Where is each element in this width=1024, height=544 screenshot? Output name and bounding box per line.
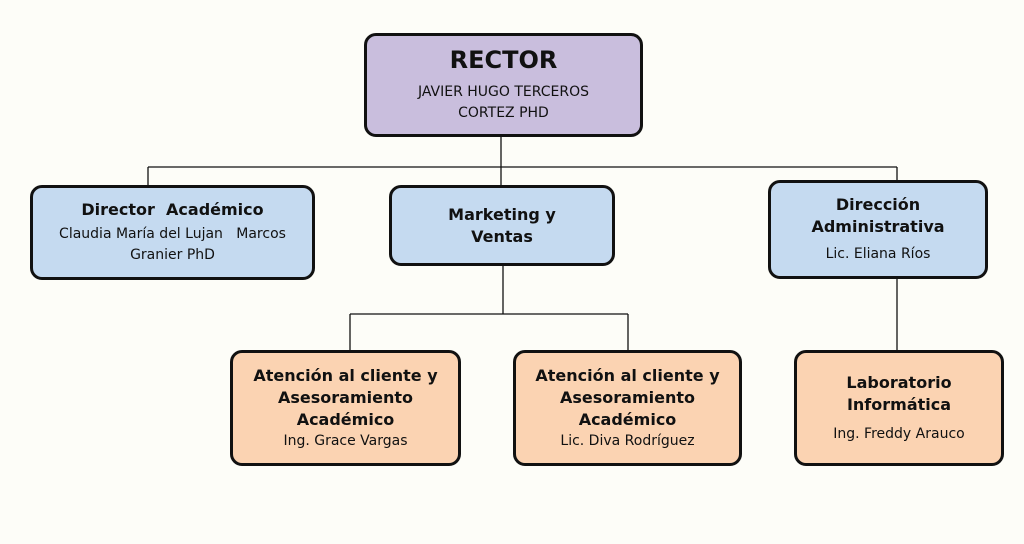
atencion-cliente-1-box: Atención al cliente y Asesoramiento Acad… (230, 350, 461, 466)
direccion-administrativa-name: Lic. Eliana Ríos (825, 246, 931, 262)
atencion-2-name: Lic. Diva Rodríguez (560, 432, 695, 449)
rector-name-line1: JAVIER HUGO TERCEROS (417, 84, 590, 100)
direccion-administrativa-box: Dirección Administrativa Lic. Eliana Río… (768, 180, 988, 279)
atencion-2-title-line1: Atención al cliente y (535, 365, 720, 385)
direccion-administrativa-title-line2: Administrativa (811, 217, 945, 236)
marketing-title-line1: Marketing y (448, 204, 556, 224)
director-academico-title: Director Académico (81, 200, 264, 219)
laboratorio-title-line1: Laboratorio (846, 372, 952, 392)
atencion-1-name: Ing. Grace Vargas (283, 432, 408, 449)
director-academico-name-line1: Claudia María del Lujan Marcos (59, 226, 286, 242)
direccion-administrativa-title-line1: Dirección (835, 195, 921, 214)
rector-title: RECTOR (449, 46, 558, 74)
atencion-1-title-line2: Asesoramiento (278, 387, 413, 407)
atencion-1-title-line1: Atención al cliente y (253, 365, 438, 385)
laboratorio-box: Laboratorio Informática Ing. Freddy Arau… (794, 350, 1004, 466)
laboratorio-title-line2: Informática (846, 394, 952, 414)
rector-box: RECTOR JAVIER HUGO TERCEROS CORTEZ PHD (364, 33, 643, 137)
director-academico-name-line2: Granier PhD (130, 247, 215, 263)
atencion-2-title-line2: Asesoramiento (560, 387, 695, 407)
rector-name-line2: CORTEZ PHD (458, 105, 549, 121)
atencion-1-title-line3: Académico (296, 409, 395, 429)
marketing-title-line2: Ventas (471, 226, 533, 246)
atencion-cliente-2-box: Atención al cliente y Asesoramiento Acad… (513, 350, 742, 466)
laboratorio-name: Ing. Freddy Arauco (833, 425, 965, 442)
atencion-2-title-line3: Académico (578, 409, 677, 429)
marketing-box: Marketing y Ventas (389, 185, 615, 266)
director-academico-box: Director Académico Claudia María del Luj… (30, 185, 315, 280)
